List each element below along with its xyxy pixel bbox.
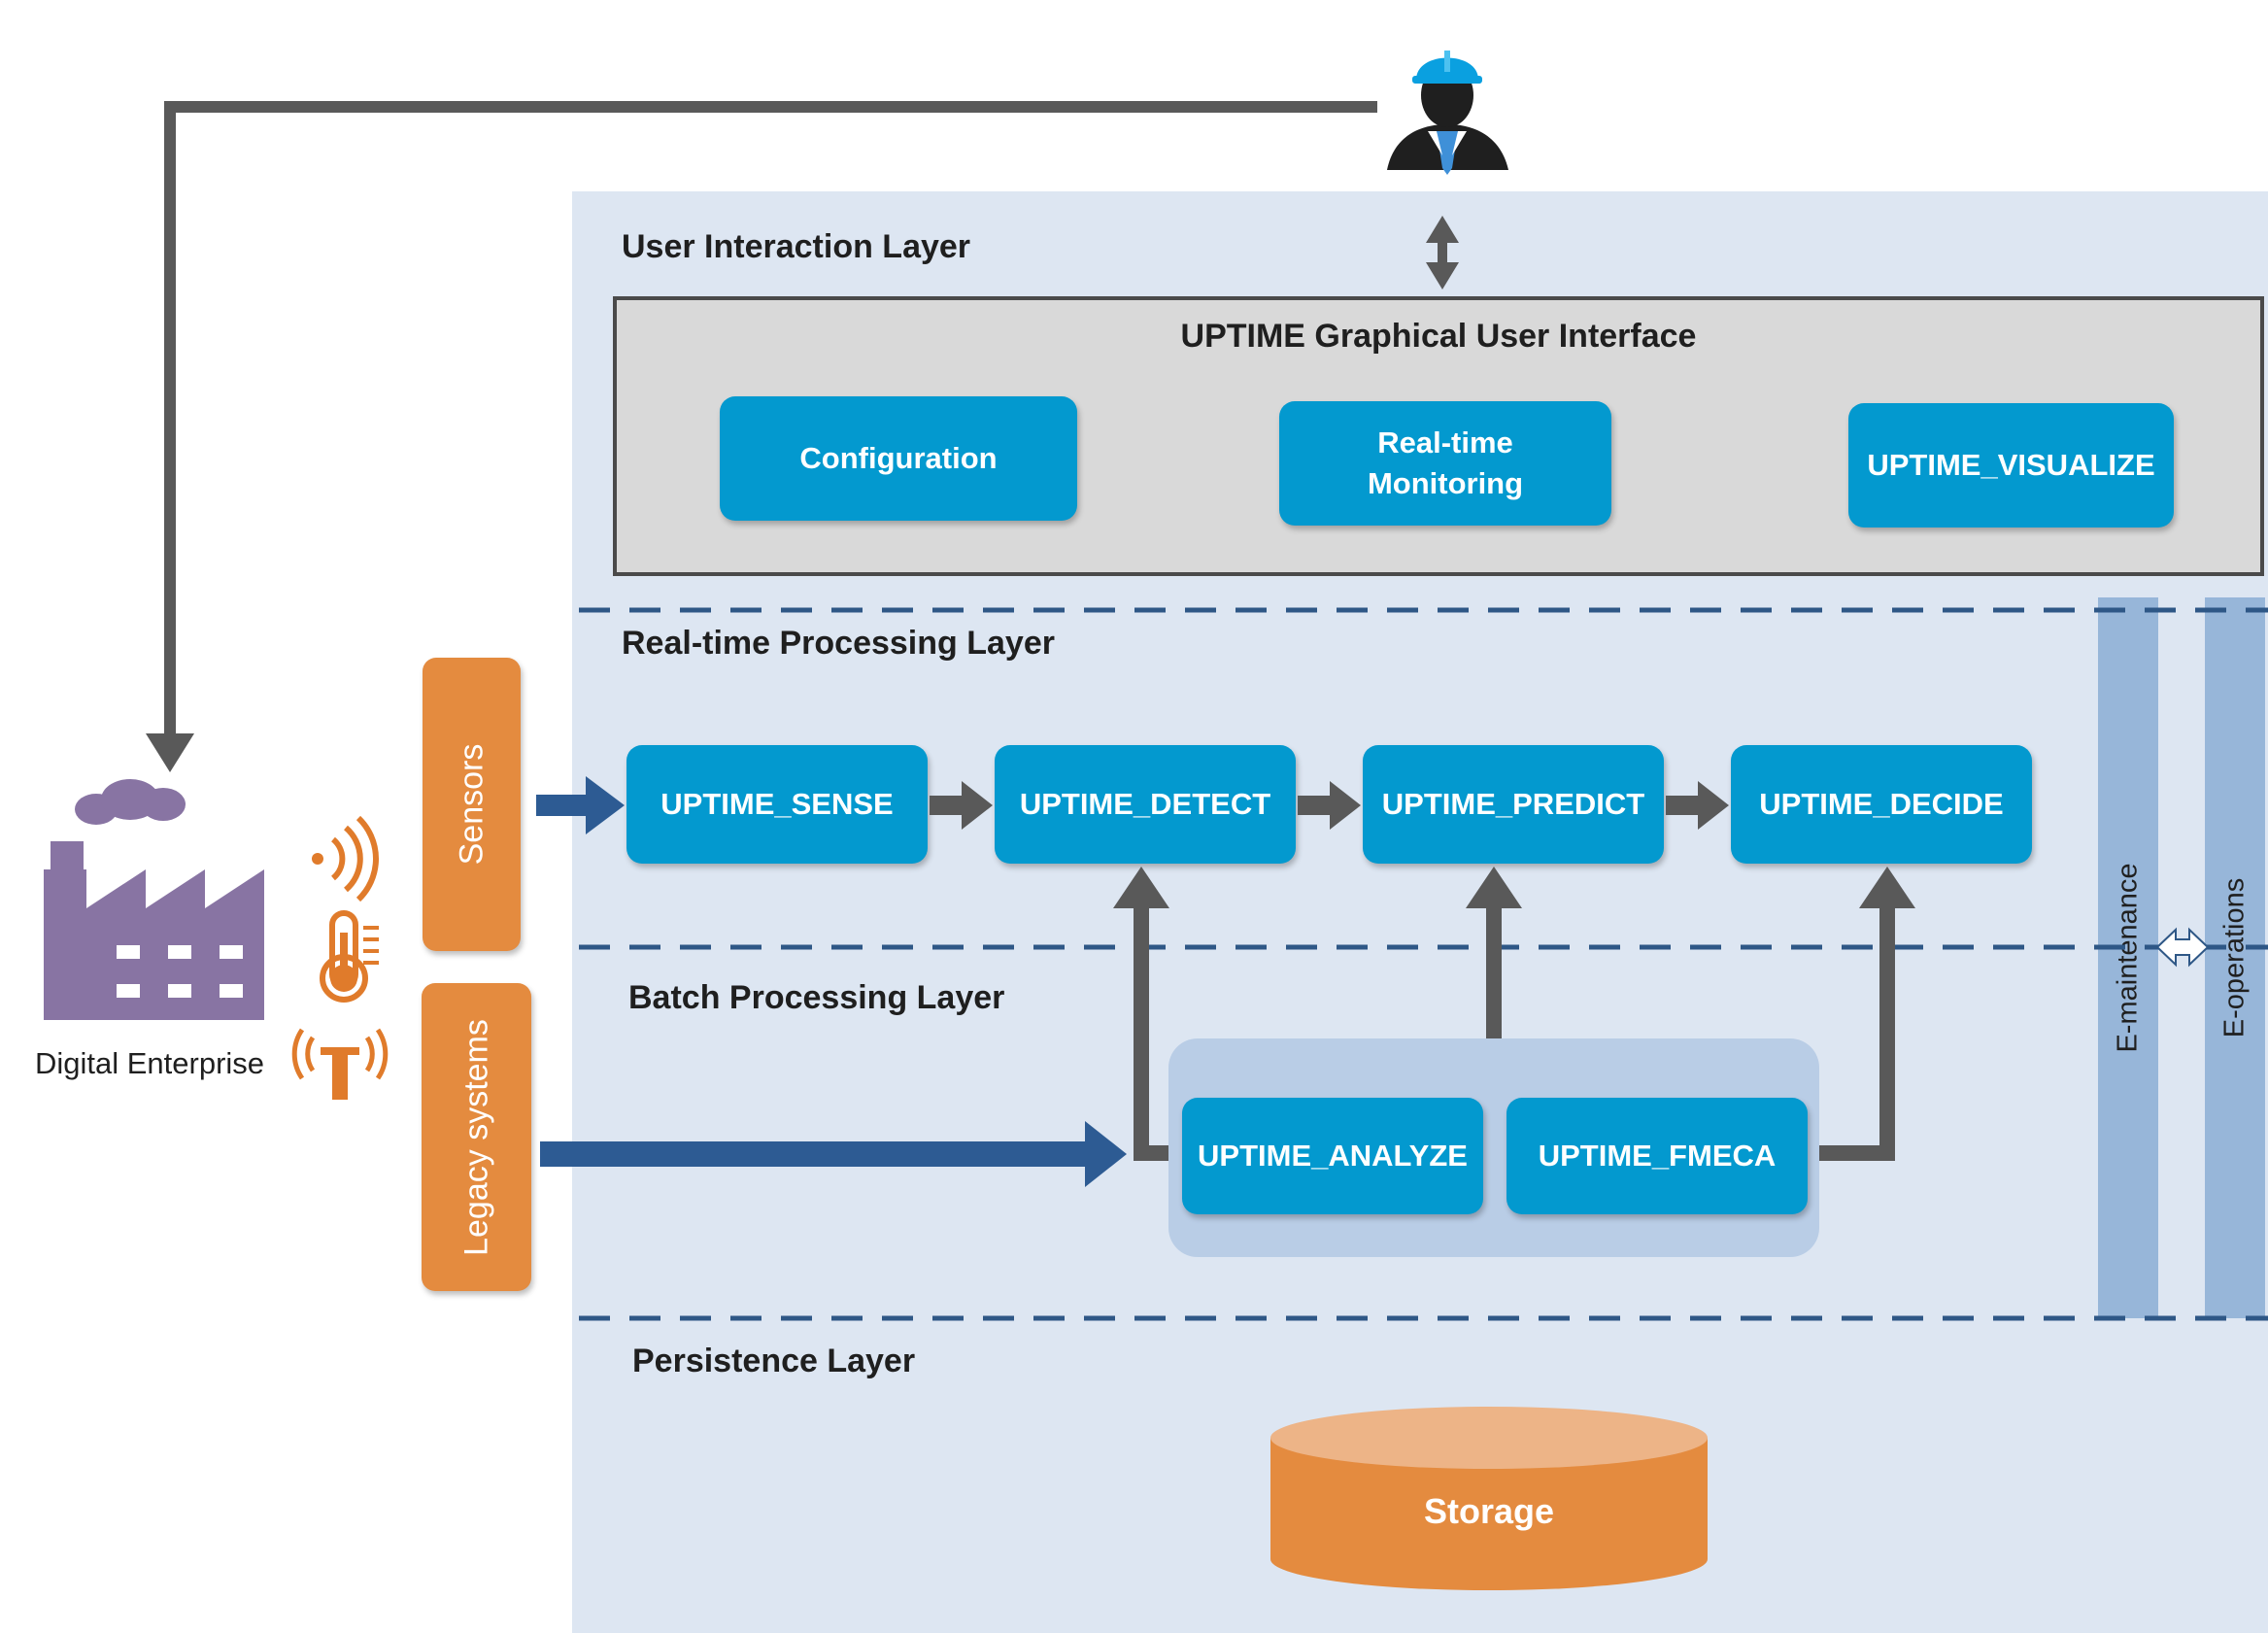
uptime-fmeca-module[interactable]: UPTIME_FMECA — [1506, 1098, 1808, 1214]
fmeca-to-decide-line — [1819, 899, 1895, 1161]
persistence-layer-title: Persistence Layer — [632, 1343, 916, 1379]
storage-label: Storage — [1423, 1491, 1555, 1531]
uptime-detect-module[interactable]: UPTIME_DETECT — [995, 745, 1296, 864]
configuration-module[interactable]: Configuration — [720, 396, 1077, 521]
realtime-processing-layer-title: Real-time Processing Layer — [622, 625, 1055, 662]
sensors-arrow-shaft — [536, 795, 590, 816]
e-operations-bar: E-operations — [2205, 597, 2265, 1318]
uptime-predict-module[interactable]: UPTIME_PREDICT — [1363, 745, 1664, 864]
legacy-arrow-head — [1085, 1121, 1127, 1187]
predict-arrow-head — [1466, 867, 1522, 908]
antenna-icon — [291, 1028, 389, 1100]
wireless-signal-icon — [312, 815, 379, 902]
enterprise-arrow-head — [146, 733, 194, 772]
side-bars-double-arrow — [2155, 927, 2210, 968]
realtime-monitoring-module[interactable]: Real-time Monitoring — [1279, 401, 1611, 526]
legacy-arrow-shaft — [540, 1141, 1089, 1167]
uptime-sense-module[interactable]: UPTIME_SENSE — [626, 745, 928, 864]
legacy-systems-box: Legacy systems — [422, 983, 531, 1291]
sensors-arrow-head — [586, 776, 625, 834]
batch-processing-layer-title: Batch Processing Layer — [628, 979, 1005, 1016]
gui-panel-title: UPTIME Graphical User Interface — [1180, 318, 1697, 355]
sensors-box: Sensors — [423, 658, 521, 951]
storage-cylinder — [1270, 1407, 1708, 1590]
factory-icon — [44, 779, 264, 1020]
engineer-with-hard-hat-icon — [1387, 51, 1508, 175]
analyze-to-detect-line — [1134, 899, 1168, 1161]
uptime-decide-module[interactable]: UPTIME_DECIDE — [1731, 745, 2032, 864]
uptime-visualize-module[interactable]: UPTIME_VISUALIZE — [1848, 403, 2174, 527]
thermometer-icon — [320, 910, 379, 1003]
user-gui-double-arrow — [1426, 216, 1459, 289]
e-maintenance-bar: E-maintenance — [2098, 597, 2158, 1318]
detect-arrow-head — [1113, 867, 1169, 908]
realtime-flow-arrows — [930, 781, 1729, 830]
uptime-analyze-module[interactable]: UPTIME_ANALYZE — [1182, 1098, 1483, 1214]
decide-arrow-head — [1859, 867, 1915, 908]
user-interaction-layer-title: User Interaction Layer — [622, 228, 971, 265]
user-to-enterprise-line — [164, 101, 1377, 738]
digital-enterprise-label: Digital Enterprise — [35, 1046, 265, 1080]
